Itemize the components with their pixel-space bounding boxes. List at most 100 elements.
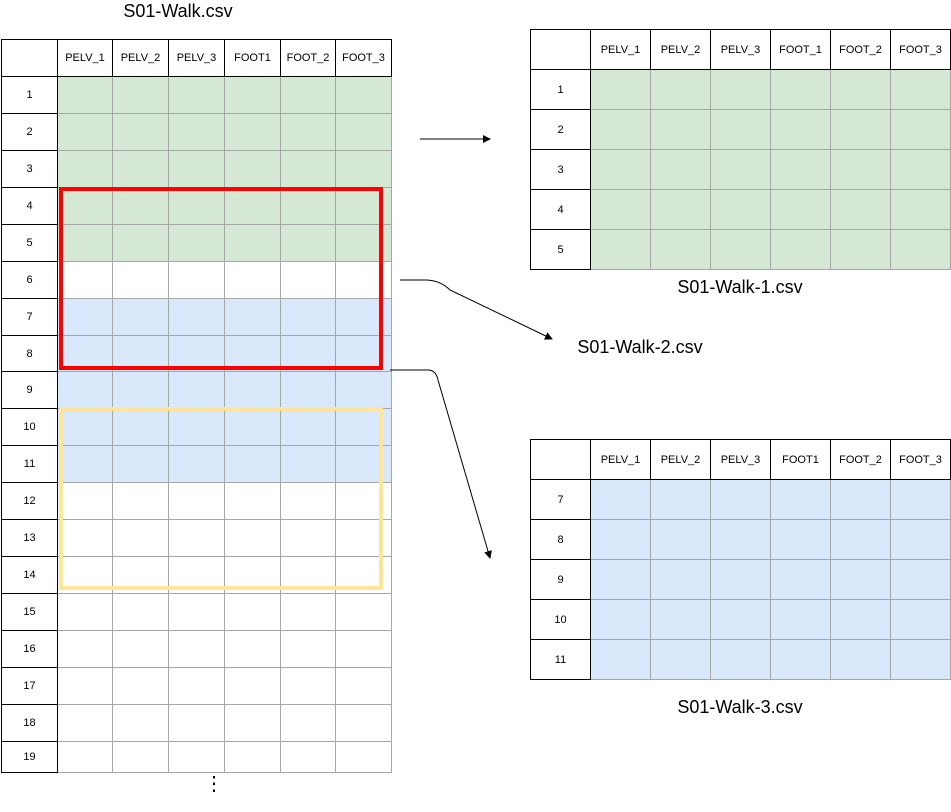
source-cell	[112, 371, 169, 409]
source-cell	[112, 76, 169, 114]
output-3-cell	[710, 559, 771, 600]
output-3-cell	[770, 559, 831, 600]
source-title: S01-Walk.csv	[123, 1, 233, 21]
source-column-header: PELV_1	[57, 39, 113, 77]
source-cell	[335, 741, 392, 773]
source-cell	[224, 298, 281, 336]
output-1-cell	[830, 149, 891, 190]
source-row-number: 11	[1, 445, 58, 483]
output-3-cell	[770, 519, 831, 560]
source-cell	[57, 667, 113, 705]
source-row-number: 1	[1, 76, 58, 114]
source-cell	[280, 667, 336, 705]
output-3-cell	[830, 639, 891, 680]
output-1-row-number: 3	[530, 149, 591, 190]
arrow-to-output-2	[400, 279, 553, 340]
corner-cell	[1, 39, 58, 77]
source-cell	[280, 445, 336, 483]
source-cell	[280, 519, 336, 557]
output-3-row: 8	[530, 519, 951, 560]
output-1-cell	[590, 229, 651, 270]
source-cell	[168, 371, 225, 409]
source-cell	[168, 704, 225, 742]
source-row-number: 19	[1, 741, 58, 773]
source-row: 12	[1, 482, 392, 520]
output-3-cell	[650, 639, 711, 680]
source-column-header: PELV_3	[168, 39, 225, 77]
output-1-title: S01-Walk-1.csv	[677, 277, 803, 297]
source-cell	[335, 150, 392, 188]
output-1-column-header: FOOT_2	[830, 29, 891, 70]
source-cell	[335, 371, 392, 409]
source-row: 6	[1, 261, 392, 299]
output-1-cell	[890, 109, 951, 150]
source-cell	[280, 482, 336, 520]
source-cell	[280, 704, 336, 742]
source-cell	[168, 261, 225, 299]
source-cell	[335, 113, 392, 151]
source-cell	[168, 113, 225, 151]
output-1-cell	[650, 189, 711, 230]
output-1-cell	[890, 229, 951, 270]
source-row-number: 6	[1, 261, 58, 299]
source-cell	[280, 593, 336, 631]
source-cell	[57, 593, 113, 631]
source-row-number: 2	[1, 113, 58, 151]
source-cell	[57, 261, 113, 299]
source-cell	[335, 76, 392, 114]
source-cell	[224, 667, 281, 705]
source-cell	[224, 482, 281, 520]
source-cell	[112, 150, 169, 188]
source-cell	[112, 261, 169, 299]
output-1-cell	[710, 109, 771, 150]
source-cell	[224, 593, 281, 631]
source-cell	[112, 224, 169, 262]
source-row: 2	[1, 113, 392, 151]
output-3-cell	[890, 599, 951, 640]
output-3-cell	[890, 519, 951, 560]
output-3-cell	[650, 479, 711, 520]
output-3-cell	[710, 639, 771, 680]
output-3-cell	[590, 639, 651, 680]
output-3-row: 10	[530, 599, 951, 640]
output-1-cell	[830, 229, 891, 270]
source-cell	[280, 408, 336, 446]
source-cell	[57, 519, 113, 557]
source-cell	[224, 187, 281, 225]
output-3-cell	[710, 519, 771, 560]
source-cell	[335, 704, 392, 742]
output-1-cell	[590, 189, 651, 230]
arrow-to-output-3	[390, 369, 492, 559]
source-cell	[112, 445, 169, 483]
source-cell	[57, 371, 113, 409]
output-1-cell	[770, 109, 831, 150]
output-1-cell	[890, 189, 951, 230]
output-1-column-header: FOOT_3	[890, 29, 951, 70]
output-3-cell	[710, 479, 771, 520]
source-cell	[280, 741, 336, 773]
output-2-title: S01-Walk-2.csv	[577, 337, 703, 357]
output-3-row: 9	[530, 559, 951, 600]
source-cell	[280, 335, 336, 372]
source-row-number: 13	[1, 519, 58, 557]
output-1-cell	[650, 109, 711, 150]
output-3-cell	[830, 519, 891, 560]
source-cell	[335, 667, 392, 705]
output-3-column-header: PELV_2	[650, 439, 711, 480]
source-cell	[168, 408, 225, 446]
source-cell	[112, 741, 169, 773]
output-3-cell	[770, 639, 831, 680]
output-1-cell	[650, 69, 711, 110]
source-cell	[112, 519, 169, 557]
output-1-column-header: PELV_2	[650, 29, 711, 70]
source-cell	[168, 150, 225, 188]
output-1-cell	[710, 229, 771, 270]
output-3-column-header: PELV_1	[590, 439, 651, 480]
source-row-number: 3	[1, 150, 58, 188]
source-row-number: 4	[1, 187, 58, 225]
output-1-row: 2	[530, 109, 951, 150]
output-3-cell	[830, 599, 891, 640]
